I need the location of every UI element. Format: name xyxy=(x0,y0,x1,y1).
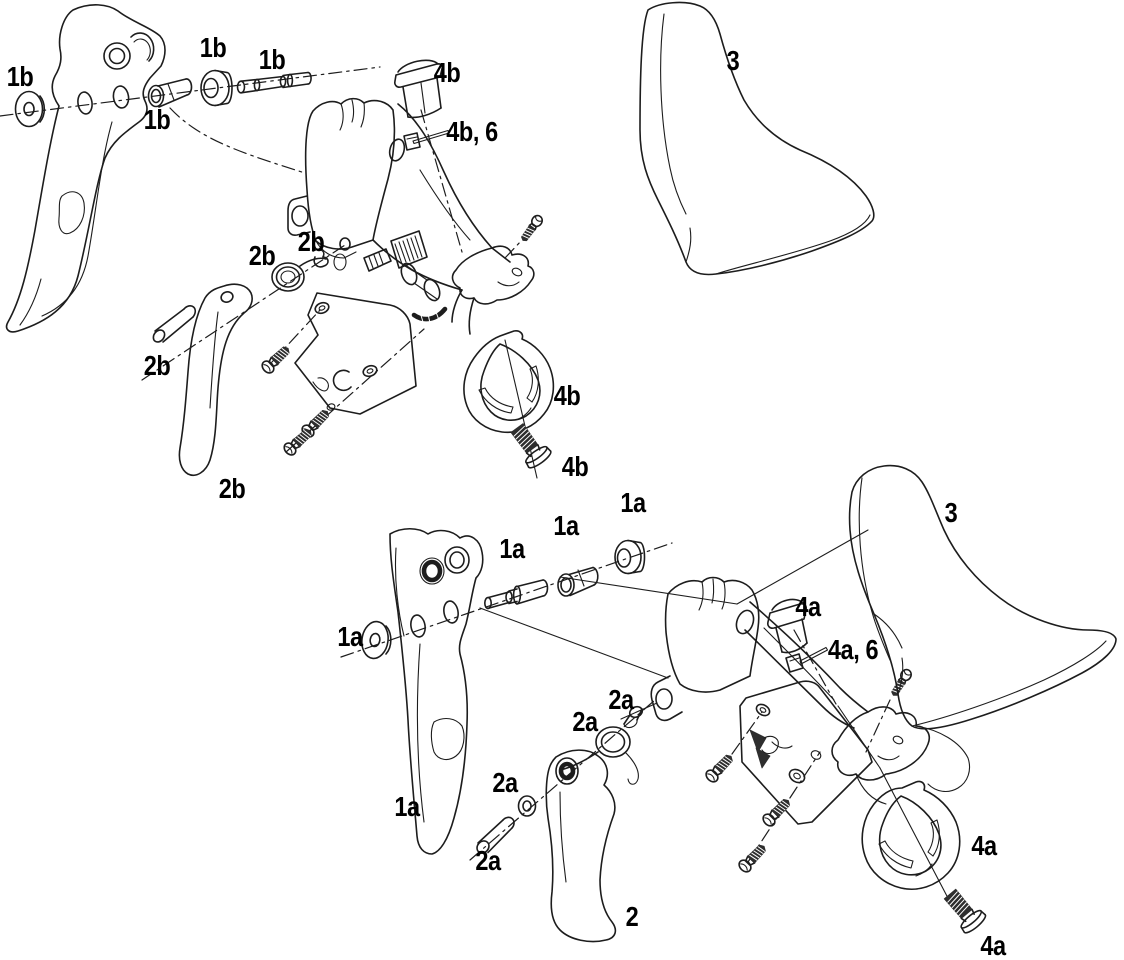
callout-2b-spring: 2b xyxy=(248,240,276,271)
plate-screws-top xyxy=(259,310,424,459)
pivot-bolt-1a xyxy=(485,580,548,608)
callout-2a-pin: 2a xyxy=(475,845,501,876)
pivot-washer-1b xyxy=(16,92,45,127)
callout-1b-cap: 1b xyxy=(199,32,227,63)
plate-screws-bottom xyxy=(702,712,820,875)
callout-3-bottom: 3 xyxy=(944,497,958,528)
hood-cover-bottom xyxy=(850,466,1116,729)
callout-2a-spring: 2a xyxy=(572,706,598,737)
callout-4a-bolt: 4a xyxy=(980,930,1006,960)
brake-lever-bottom xyxy=(390,529,483,854)
pivot-cap-1b xyxy=(201,71,232,106)
callout-2a-washer: 2a xyxy=(492,767,518,798)
pivot-bushing-1b xyxy=(149,79,192,107)
callout-2a-clip: 2a xyxy=(608,684,634,715)
brake-lever-top-left xyxy=(7,5,165,332)
callout-1a-bushing: 1a xyxy=(553,510,579,541)
callout-1a-washer: 1a xyxy=(337,621,363,652)
pivot-washer-1a xyxy=(360,620,391,660)
clamp-insert-4b6 xyxy=(387,110,462,252)
axis-line-bottom-pivot xyxy=(341,530,868,678)
washer-2a xyxy=(519,796,536,816)
pivot-bolt-1b xyxy=(238,73,312,93)
callout-4b-bolt: 4b xyxy=(561,451,589,482)
callout-1b-washer: 1b xyxy=(6,61,34,92)
callout-4a6: 4a, 6 xyxy=(827,634,879,665)
shifter-body-bottom xyxy=(621,578,970,805)
hood-cover-top xyxy=(640,3,874,275)
mount-plate-bottom xyxy=(740,681,872,824)
retaining-clip-2b xyxy=(313,249,328,266)
callout-1b-bushing: 1b xyxy=(143,104,171,135)
callout-4b-cap: 4b xyxy=(433,57,461,88)
callout-4b6: 4b, 6 xyxy=(446,116,498,147)
clamp-band-4a xyxy=(838,706,960,900)
body-screw-top-right xyxy=(505,212,546,258)
shifter-body-top xyxy=(288,99,534,334)
clamp-insert-4a6 xyxy=(786,630,836,704)
callout-2b-clip: 2b xyxy=(297,226,325,257)
shift-paddle-2b xyxy=(179,284,252,475)
callout-4a-cap: 4a xyxy=(795,591,821,622)
callout-1a-bolt: 1a xyxy=(499,533,525,564)
clamp-bolt-4a xyxy=(938,884,989,937)
callout-4b-band: 4b xyxy=(553,380,581,411)
paddle-pin-2a xyxy=(470,700,655,860)
callout-2-paddle: 2 xyxy=(625,901,639,932)
callout-1b-bolt: 1b xyxy=(258,44,286,75)
callout-2b-pin: 2b xyxy=(143,350,171,381)
callout-1a-cap: 1a xyxy=(620,487,646,518)
pivot-bushing-1a xyxy=(558,568,598,597)
clamp-cap-4a xyxy=(768,599,807,652)
callout-4a-band: 4a xyxy=(971,830,997,861)
clamp-bolt-4b xyxy=(505,419,554,472)
clamp-cap-4b xyxy=(395,60,442,117)
pivot-cap-1a xyxy=(615,541,645,574)
clamp-band-4b xyxy=(464,331,553,478)
mount-plate-top xyxy=(295,293,416,414)
callout-3-top: 3 xyxy=(726,45,740,76)
callout-2b-paddle: 2b xyxy=(218,473,246,504)
retaining-clip-2a xyxy=(624,705,644,728)
shift-paddle-2 xyxy=(546,750,615,941)
callout-1a-lever: 1a xyxy=(394,791,420,822)
body-screw-bottom-right xyxy=(866,666,915,752)
